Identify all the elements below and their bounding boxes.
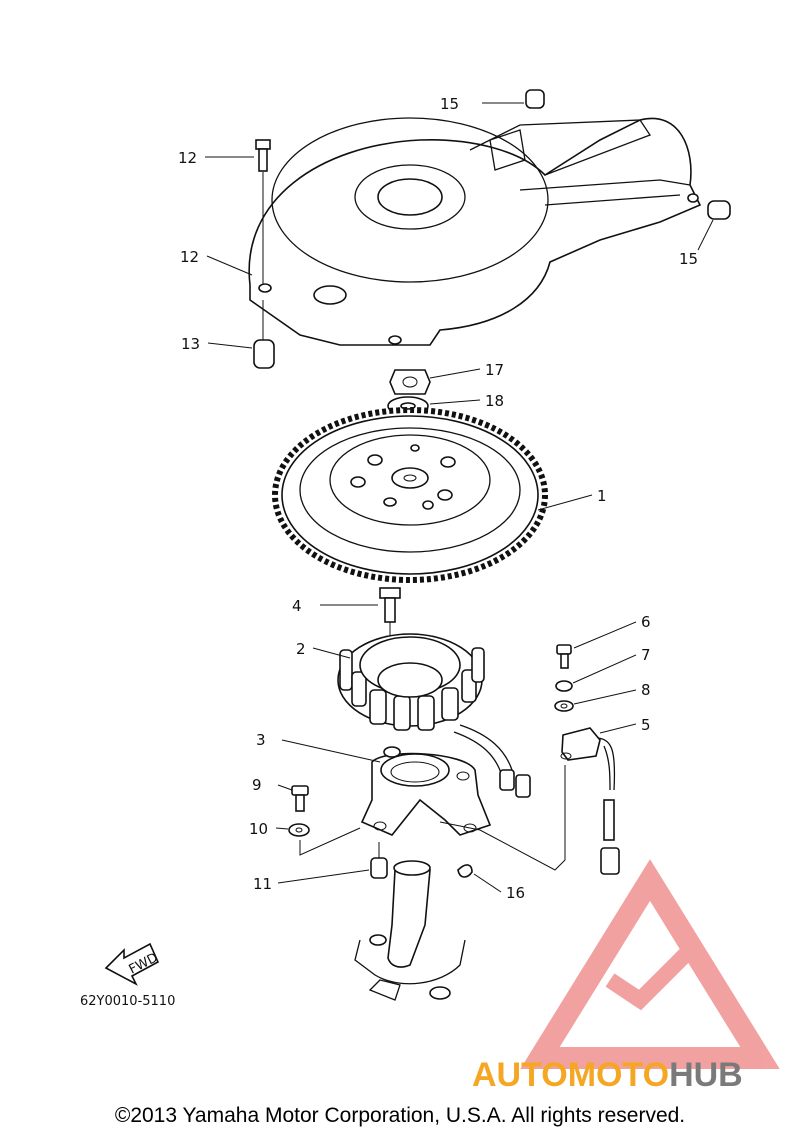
nut-17 (389, 369, 431, 395)
grommet-14 (253, 300, 275, 369)
fwd-arrow-icon: FWD (104, 942, 160, 986)
washer-8 (554, 700, 574, 712)
callout-3: 3 (256, 731, 266, 749)
callout-8: 8 (641, 681, 651, 699)
watermark-text: AUTOMOTOHUB (472, 1056, 743, 1094)
callout-2: 2 (296, 640, 306, 658)
watermark-text-hub: HUB (669, 1056, 743, 1094)
callout-18: 18 (485, 392, 504, 410)
screw-9 (291, 785, 309, 812)
callout-6: 6 (641, 613, 651, 631)
diagram-code: 62Y0010-5110 (80, 994, 175, 1009)
pulser-coil-5 (560, 727, 620, 875)
copyright-notice: ©2013 Yamaha Motor Corporation, U.S.A. A… (114, 1104, 686, 1127)
callout-15-right: 15 (679, 250, 698, 268)
callout-15-top: 15 (440, 95, 459, 113)
grommet-15-right (707, 200, 731, 220)
callout-14: 13 (181, 335, 200, 353)
callout-1: 1 (597, 487, 607, 505)
automotohub-logo-icon (520, 859, 780, 1069)
screw-6 (556, 644, 572, 669)
collar-11 (370, 842, 388, 879)
bolt-13 (255, 139, 271, 285)
leader-lines (205, 102, 714, 893)
callout-12: 12 (180, 248, 199, 266)
callout-13: 12 (178, 149, 197, 167)
washer-10 (288, 823, 310, 837)
callout-11: 11 (253, 875, 272, 893)
callout-10: 10 (249, 820, 268, 838)
callout-9: 9 (252, 776, 262, 794)
callout-5: 5 (641, 716, 651, 734)
stator-2 (337, 633, 531, 798)
crankshaft (354, 860, 466, 1001)
stator-base-3 (360, 746, 492, 836)
callout-17: 17 (485, 361, 504, 379)
callout-4: 4 (292, 597, 302, 615)
woodruff-key-16 (457, 864, 473, 878)
callout-16: 16 (506, 884, 525, 902)
callout-labels: 15 12 12 15 13 17 18 1 4 2 3 9 10 11 16 … (178, 95, 698, 902)
flywheel-cover (248, 117, 702, 346)
callout-7: 7 (641, 646, 651, 664)
watermark-text-automoto: AUTOMOTO (472, 1056, 669, 1094)
washer-7 (555, 680, 573, 692)
flywheel-1 (272, 407, 548, 583)
grommet-15-top (525, 89, 545, 109)
